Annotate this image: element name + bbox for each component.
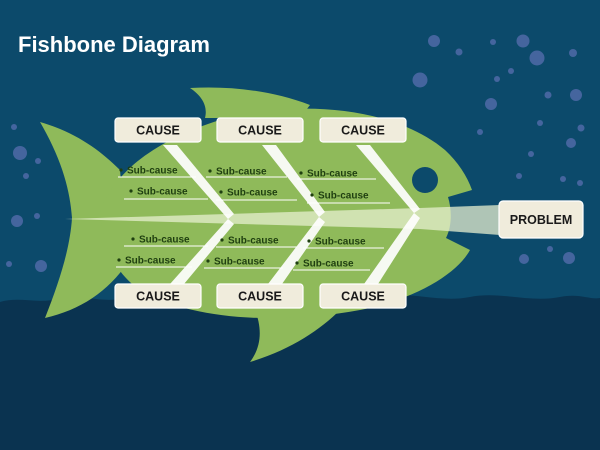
subcause-lines (116, 176, 390, 271)
bubbles (6, 34, 585, 272)
subcause-label: Sub-cause (228, 236, 279, 247)
rib-bottom-mid (268, 217, 325, 284)
water-waves (0, 294, 600, 450)
subcause-label: Sub-cause (137, 187, 188, 198)
subcauses-top-left: Sub-cause Sub-cause (119, 166, 188, 198)
cause-box-bottom-right: CAUSE (319, 283, 407, 309)
cause-box-top-right: CAUSE (319, 117, 407, 143)
cause-box-bottom-left: CAUSE (114, 283, 202, 309)
subcauses-top-right: Sub-cause Sub-cause (299, 169, 369, 202)
subcause-label: Sub-cause (303, 259, 354, 270)
rib-bottom-right (364, 213, 420, 284)
subcause-label: Sub-cause (315, 237, 366, 248)
fish-spine (65, 205, 500, 235)
cause-label: CAUSE (136, 290, 180, 304)
fish-bottom-fin (250, 310, 340, 362)
rib-bottom-left (170, 219, 234, 284)
subcause-label: Sub-cause (227, 188, 278, 199)
subcause-label: Sub-cause (216, 167, 267, 178)
cause-box-top-left: CAUSE (114, 117, 202, 143)
cause-label: CAUSE (341, 124, 385, 138)
cause-box-bottom-mid: CAUSE (216, 283, 304, 309)
cause-label: CAUSE (341, 290, 385, 304)
subcause-label: Sub-cause (318, 191, 369, 202)
rib-top-right (356, 145, 420, 213)
problem-box: PROBLEM (498, 200, 584, 239)
subcause-label: Sub-cause (307, 169, 358, 180)
subcauses-bottom-right: Sub-cause Sub-cause (295, 237, 366, 270)
cause-label: CAUSE (238, 124, 282, 138)
subcause-label: Sub-cause (139, 235, 190, 246)
fish-eye (412, 167, 438, 193)
problem-label: PROBLEM (510, 213, 573, 227)
subcauses-bottom-left: Sub-cause Sub-cause (117, 235, 190, 267)
fish-tail (40, 122, 128, 318)
subcauses-bottom-mid: Sub-cause Sub-cause (206, 236, 279, 268)
cause-label: CAUSE (136, 124, 180, 138)
subcause-label: Sub-cause (127, 166, 178, 177)
subcause-label: Sub-cause (214, 257, 265, 268)
page-title: Fishbone Diagram (18, 32, 210, 57)
cause-label: CAUSE (238, 290, 282, 304)
rib-top-mid (262, 145, 325, 217)
cause-box-top-mid: CAUSE (216, 117, 304, 143)
subcause-label: Sub-cause (125, 256, 176, 267)
subcauses-top-mid: Sub-cause Sub-cause (208, 167, 278, 199)
